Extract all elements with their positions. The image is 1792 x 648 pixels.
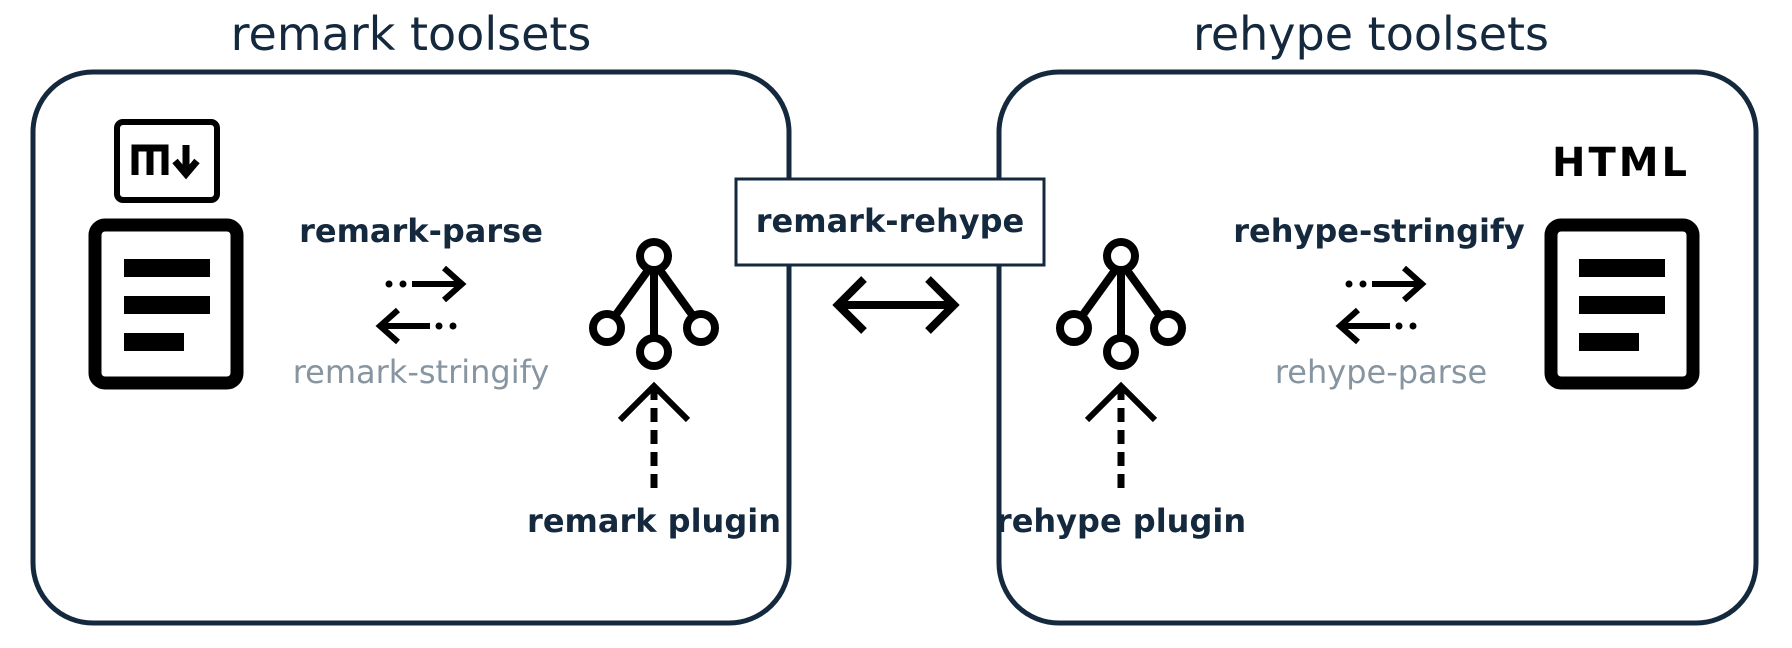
- rehype-parse-arrow: [1335, 307, 1417, 345]
- markdown-document-icon: [88, 218, 244, 390]
- rehype-parse-label: rehype-parse: [1275, 353, 1487, 391]
- remark-plugin-arrow: [617, 381, 691, 488]
- rehype-plugin-tree-icon: [1056, 238, 1186, 370]
- remark-stringify-label: remark-stringify: [293, 353, 550, 391]
- remark-plugin-label: remark plugin: [527, 502, 781, 540]
- remark-rehype-bridge: remark-rehype: [734, 177, 1046, 334]
- markdown-icon: [114, 119, 220, 203]
- rehype-plugin-arrow: [1084, 381, 1158, 488]
- remark-plugin-tree-icon: [589, 238, 719, 370]
- remark-title: remark toolsets: [231, 7, 592, 61]
- remark-parse-label: remark-parse: [299, 212, 543, 250]
- rehype-title: rehype toolsets: [1193, 7, 1549, 61]
- rehype-plugin-label: rehype plugin: [996, 502, 1246, 540]
- bidirectional-arrow: [832, 276, 960, 334]
- remark-panel: remark toolsets remark-parse: [30, 7, 792, 626]
- rehype-toolset-box: [996, 69, 1759, 626]
- remark-stringify-arrow: [375, 307, 457, 345]
- html-icon: HTML: [1552, 140, 1690, 186]
- remark-toolset-box: [30, 69, 792, 626]
- remark-rehype-box: [734, 177, 1046, 267]
- remark-parse-arrow: [385, 265, 467, 303]
- html-document-icon: [1544, 218, 1700, 390]
- rehype-stringify-label: rehype-stringify: [1233, 212, 1525, 250]
- remark-rehype-label: remark-rehype: [756, 202, 1025, 240]
- rehype-stringify-arrow: [1345, 265, 1427, 303]
- rehype-panel: rehype toolsets rehype plugin rehype-str…: [996, 7, 1759, 626]
